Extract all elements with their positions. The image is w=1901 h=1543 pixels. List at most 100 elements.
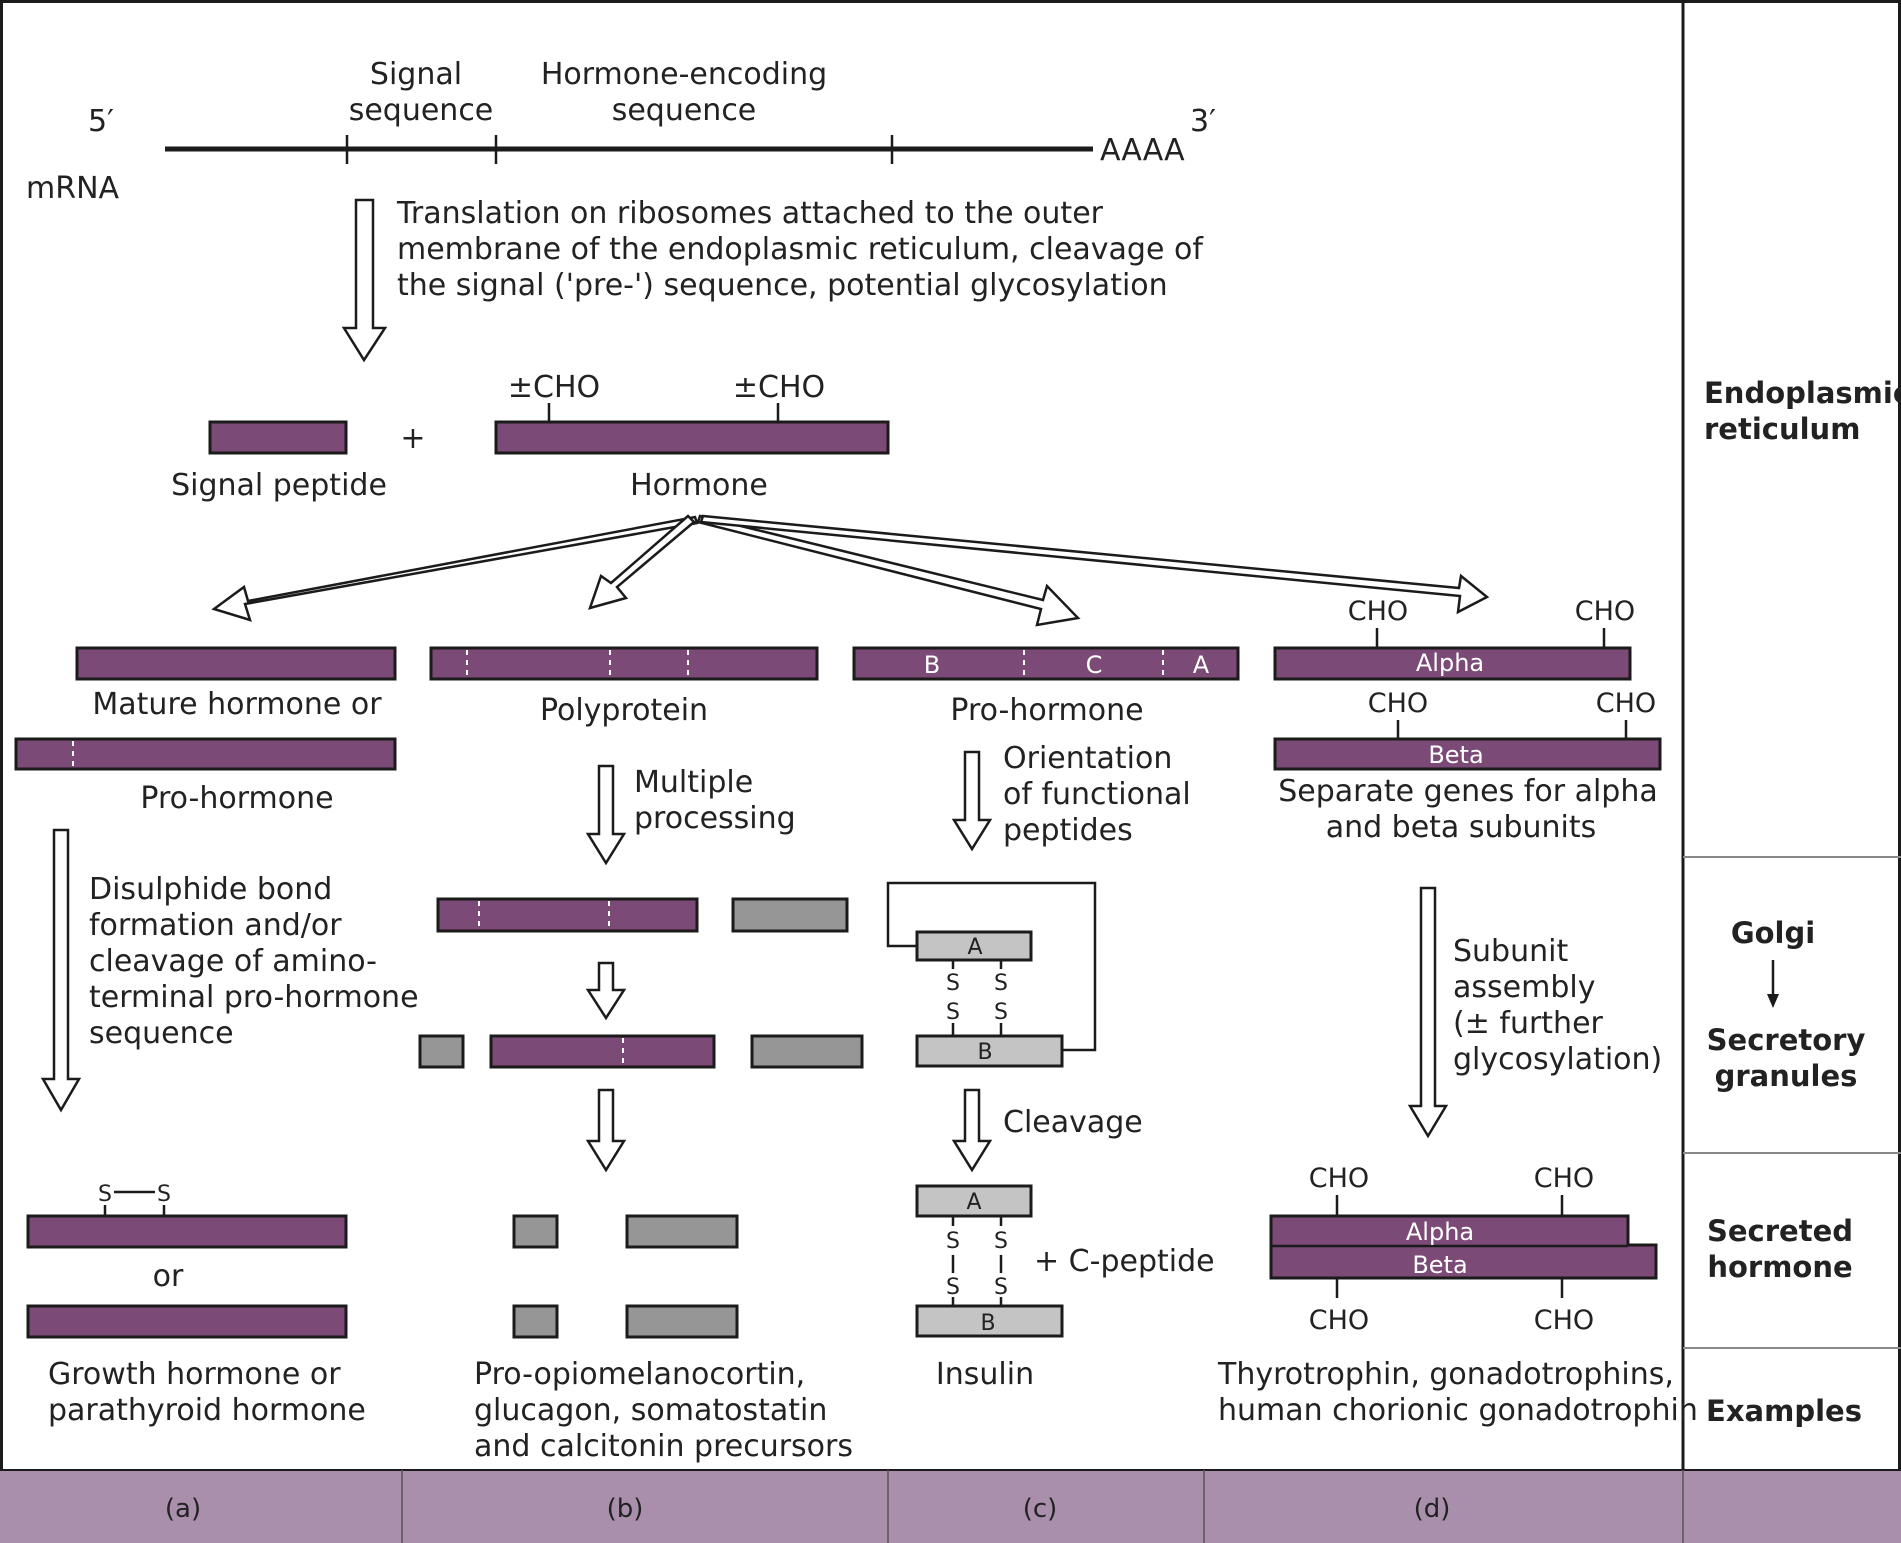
fragment-bar [750,1034,864,1069]
fragment-bar [731,897,849,933]
examples-a: Growth hormone or [48,1357,341,1392]
disulphide-s: S [994,971,1008,996]
translation-text: Translation on ribosomes attached to the… [396,196,1104,231]
insulin-a-chain [915,1184,1033,1218]
footer-band [0,1470,1901,1543]
step-text-d: (± further [1453,1006,1604,1041]
segment-a-label: A [1193,651,1210,679]
mature-hormone-label: Mature hormone or [92,687,382,722]
signal-sequence-label: Signal [370,57,462,92]
cho-label: ±CHO [733,370,825,405]
translation-text: the signal ('pre-') sequence, potential … [397,268,1168,303]
cho-label: CHO [1309,1305,1369,1336]
pro-hormone-bar-c [852,646,1240,681]
cho-label: ±CHO [508,370,600,405]
examples-c: Insulin [936,1357,1034,1392]
step-arrow-b [585,764,627,866]
product-bar [512,1304,559,1339]
step-text-a: terminal pro-hormone [89,980,419,1015]
insulin-a-label: A [966,1190,981,1215]
golgi-arrow-head [1767,994,1779,1008]
segment-b-label: B [924,651,940,679]
c-peptide-label: + C-peptide [1034,1244,1215,1279]
hormone-sequence-label: Hormone-encoding [541,57,827,92]
step-text-a: Disulphide bond [89,872,332,907]
translation-arrow [341,198,388,363]
side-label-er: Endoplasmic [1704,376,1901,410]
hormone-sequence-label: sequence [612,93,757,128]
pro-hormone-label-a: Pro-hormone [140,781,333,816]
c-peptide-loop [886,881,1097,1052]
examples-b: and calcitonin precursors [474,1429,853,1464]
disulphide-s: S [994,1275,1008,1300]
step-arrow-b [585,961,627,1021]
processing-bar [436,897,699,933]
chain-b-label: B [977,1040,992,1065]
step-text-a: sequence [89,1016,234,1051]
pro-hormone-bar-a [14,737,397,771]
footer-label-b: (b) [607,1494,644,1524]
genes-text: Separate genes for alpha [1278,774,1657,809]
step-text-b: processing [634,801,796,836]
branch-arrow-a [211,515,699,622]
poly-a-tail: AAAA [1100,133,1185,168]
examples-a: parathyroid hormone [48,1393,366,1428]
chain-a-label: A [967,935,982,960]
step-arrow-a [40,828,82,1113]
side-label-secreted: Secreted [1707,1214,1853,1248]
cho-label: CHO [1368,688,1428,719]
polyprotein-label: Polyprotein [540,693,708,728]
dimer-beta-label: Beta [1412,1251,1467,1279]
disulphide-s: S [994,1000,1008,1025]
side-label-secreted: hormone [1707,1250,1852,1284]
step-text-a: cleavage of amino- [89,944,377,979]
disulphide-s: S [157,1182,171,1207]
step-arrow-b [585,1088,627,1173]
cho-label: CHO [1309,1163,1369,1194]
side-label-examples: Examples [1706,1394,1862,1428]
cleavage-label: Cleavage [1003,1105,1143,1140]
alpha-subunit-bar [1273,646,1632,681]
footer-label-d: (d) [1414,1494,1451,1524]
disulphide-s: S [98,1182,112,1207]
step-text-d: glycosylation) [1453,1042,1662,1077]
side-label-er: reticulum [1704,412,1860,446]
mature-hormone-bar [75,646,397,681]
genes-text: and beta subunits [1326,810,1597,845]
side-label-golgi: Golgi [1731,916,1815,950]
fragment-bar [418,1034,465,1069]
pro-hormone-label-c: Pro-hormone [950,693,1143,728]
disulphide-s: S [946,971,960,996]
segment-c-label: C [1086,651,1103,679]
disulphide-s: S [946,1000,960,1025]
footer-label-c: (c) [1023,1494,1058,1524]
step-text-d: Subunit [1453,934,1568,969]
plus-sign: + [400,421,425,456]
cho-label: CHO [1534,1163,1594,1194]
step-arrow-c [951,1088,993,1173]
branch-arrow-c [696,514,1081,627]
cho-label: CHO [1575,596,1635,627]
cho-label: CHO [1534,1305,1594,1336]
chain-b-bar [915,1034,1064,1068]
disulphide-s: S [946,1229,960,1254]
side-label-secretory: granules [1715,1059,1858,1093]
step-text-c: Orientation [1003,741,1172,776]
signal-peptide-bar [208,420,348,455]
three-prime-label: 3′ [1190,104,1216,139]
secreted-hormone-bar-a [26,1214,348,1249]
product-bar [625,1214,739,1249]
hormone-label: Hormone [630,468,768,503]
or-label: or [153,1259,184,1294]
alpha-label: Alpha [1416,649,1484,677]
mrna-label: mRNA [26,171,120,206]
step-text-d: assembly [1453,970,1595,1005]
dimer-alpha-label: Alpha [1406,1218,1474,1246]
insulin-b-chain [915,1304,1064,1338]
beta-label: Beta [1428,741,1483,769]
step-text-c: of functional [1003,777,1191,812]
product-bar [625,1304,739,1339]
five-prime-label: 5′ [88,104,114,139]
examples-b: Pro-opiomelanocortin, [474,1357,805,1392]
